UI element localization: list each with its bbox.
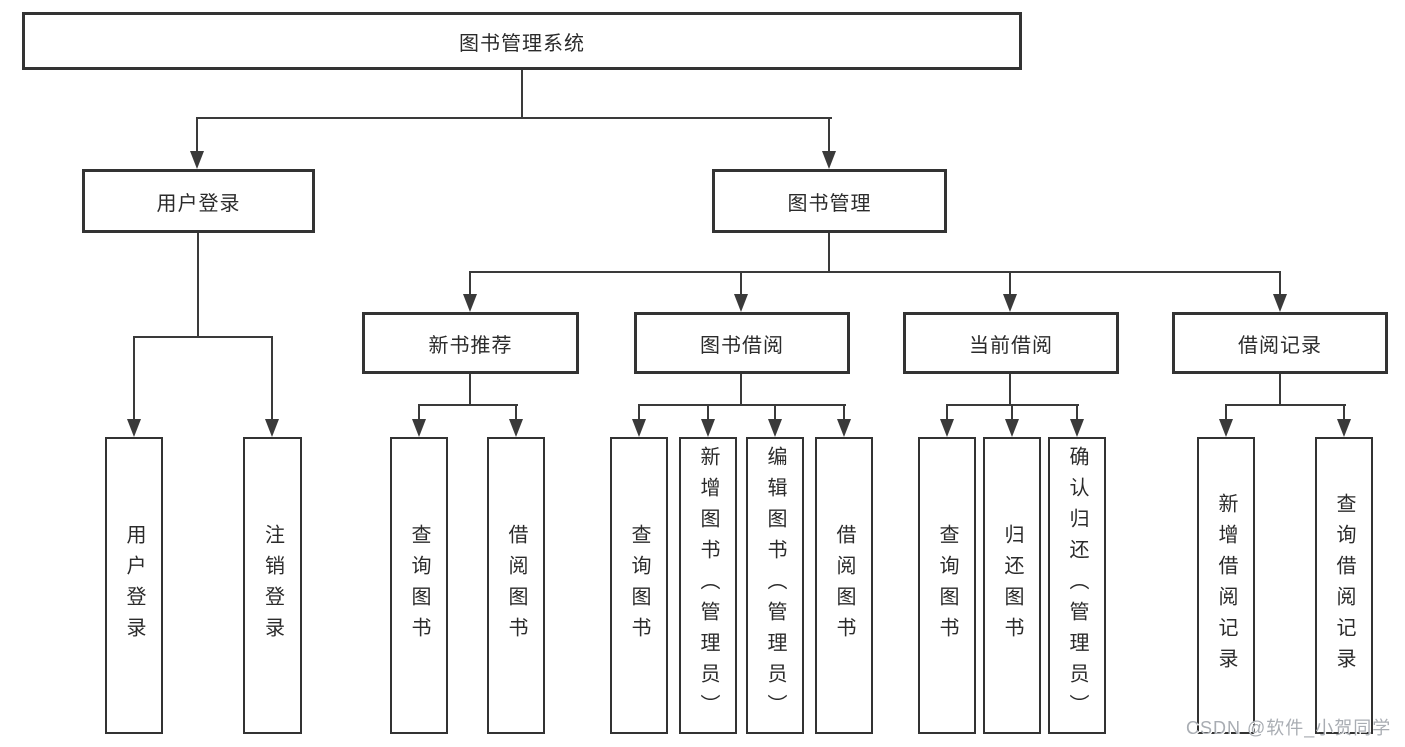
leaf-query-books-recommend: 查询图书 — [390, 437, 448, 734]
connector-line — [828, 233, 830, 272]
connector-line — [521, 70, 523, 118]
connector-line — [740, 374, 742, 405]
arrow-down-icon — [768, 419, 782, 437]
arrow-down-icon — [734, 294, 748, 312]
arrow-down-icon — [1337, 419, 1351, 437]
leaf-confirm-return-admin: 确认归还（管理员） — [1048, 437, 1106, 734]
connector-line — [1225, 404, 1227, 420]
arrow-down-icon — [632, 419, 646, 437]
node-book-management-label: 图书管理 — [787, 192, 872, 215]
leaf-borrow-books: 借阅图书 — [815, 437, 873, 734]
connector-line — [740, 271, 742, 295]
node-book-management: 图书管理 — [712, 169, 947, 233]
connector-line — [469, 271, 1281, 273]
connector-line — [1225, 404, 1346, 406]
connector-line — [638, 404, 640, 420]
arrow-down-icon — [1070, 419, 1084, 437]
node-root: 图书管理系统 — [22, 12, 1022, 70]
leaf-query-books-current: 查询图书 — [918, 437, 976, 734]
connector-line — [843, 404, 845, 420]
leaf-confirm-return-admin-label: 确认归还（管理员） — [1066, 446, 1088, 725]
arrow-down-icon — [1005, 419, 1019, 437]
leaf-borrow-books-recommend: 借阅图书 — [487, 437, 545, 734]
connector-line — [133, 336, 135, 419]
arrow-down-icon — [127, 419, 141, 437]
connector-line — [469, 271, 471, 295]
arrow-down-icon — [822, 151, 836, 169]
leaf-query-books-current-label: 查询图书 — [936, 523, 958, 648]
connector-line — [469, 374, 471, 405]
leaf-add-borrow-record-label: 新增借阅记录 — [1215, 492, 1237, 679]
leaf-user-login-label: 用户登录 — [123, 523, 145, 648]
leaf-add-borrow-record: 新增借阅记录 — [1197, 437, 1255, 734]
connector-line — [133, 336, 273, 338]
leaf-add-book-admin: 新增图书（管理员） — [679, 437, 737, 734]
arrow-down-icon — [190, 151, 204, 169]
leaf-edit-book-admin-label: 编辑图书（管理员） — [764, 446, 786, 725]
arrow-down-icon — [701, 419, 715, 437]
leaf-query-borrow-record-label: 查询借阅记录 — [1333, 492, 1355, 679]
leaf-borrow-books-recommend-label: 借阅图书 — [505, 523, 527, 648]
arrow-down-icon — [463, 294, 477, 312]
leaf-query-books-recommend-label: 查询图书 — [408, 523, 430, 648]
connector-line — [197, 233, 199, 337]
connector-line — [418, 404, 420, 420]
leaf-return-book: 归还图书 — [983, 437, 1041, 734]
connector-line — [196, 117, 832, 119]
leaf-query-books-borrow: 查询图书 — [610, 437, 668, 734]
arrow-down-icon — [1003, 294, 1017, 312]
node-borrow-records-label: 借阅记录 — [1238, 334, 1322, 357]
connector-line — [828, 117, 830, 151]
connector-line — [271, 336, 273, 419]
leaf-borrow-books-label: 借阅图书 — [833, 523, 855, 648]
arrow-down-icon — [837, 419, 851, 437]
node-borrow-records: 借阅记录 — [1172, 312, 1388, 374]
node-current-borrow-label: 当前借阅 — [969, 334, 1053, 357]
connector-line — [1279, 374, 1281, 405]
leaf-user-login: 用户登录 — [105, 437, 163, 734]
node-new-book-recommend-label: 新书推荐 — [428, 334, 513, 357]
node-book-borrow-label: 图书借阅 — [700, 334, 784, 357]
node-user-login-label: 用户登录 — [156, 192, 241, 215]
connector-line — [774, 404, 776, 420]
node-user-login: 用户登录 — [82, 169, 315, 233]
connector-line — [707, 404, 709, 420]
leaf-query-borrow-record: 查询借阅记录 — [1315, 437, 1373, 734]
leaf-logout: 注销登录 — [243, 437, 302, 734]
connector-line — [1279, 271, 1281, 295]
arrow-down-icon — [265, 419, 279, 437]
arrow-down-icon — [509, 419, 523, 437]
arrow-down-icon — [412, 419, 426, 437]
leaf-query-books-borrow-label: 查询图书 — [628, 523, 650, 648]
connector-line — [1011, 404, 1013, 420]
leaf-return-book-label: 归还图书 — [1001, 523, 1023, 648]
csdn-watermark: CSDN @软件_小贺同学 — [1186, 718, 1392, 738]
connector-line — [1009, 374, 1011, 405]
connector-line — [1009, 271, 1011, 295]
node-new-book-recommend: 新书推荐 — [362, 312, 579, 374]
leaf-add-book-admin-label: 新增图书（管理员） — [697, 446, 719, 725]
connector-line — [946, 404, 948, 420]
connector-line — [1076, 404, 1078, 420]
arrow-down-icon — [1273, 294, 1287, 312]
node-book-borrow: 图书借阅 — [634, 312, 850, 374]
node-current-borrow: 当前借阅 — [903, 312, 1119, 374]
connector-line — [638, 404, 846, 406]
connector-line — [418, 404, 518, 406]
node-root-label: 图书管理系统 — [459, 32, 585, 55]
connector-line — [196, 117, 198, 151]
arrow-down-icon — [1219, 419, 1233, 437]
connector-line — [1343, 404, 1345, 420]
leaf-logout-label: 注销登录 — [261, 523, 284, 648]
arrow-down-icon — [940, 419, 954, 437]
connector-line — [515, 404, 517, 420]
leaf-edit-book-admin: 编辑图书（管理员） — [746, 437, 804, 734]
